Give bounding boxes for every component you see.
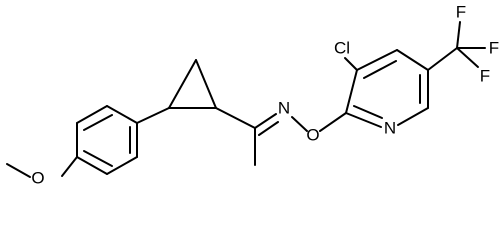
bond — [83, 114, 113, 131]
bond — [456, 47, 479, 68]
atom-labels: Cl N O N O F F F — [31, 3, 499, 188]
bond — [356, 49, 398, 71]
fluorine-bottom-label: F — [480, 67, 490, 86]
bond — [258, 121, 279, 136]
chlorine-label: Cl — [334, 39, 350, 58]
fluorine-right-label: F — [489, 39, 499, 58]
bond — [168, 59, 197, 109]
bond — [83, 150, 113, 167]
bond — [61, 156, 78, 177]
bond — [254, 113, 277, 129]
bond — [363, 60, 397, 79]
bond-lines — [6, 21, 486, 178]
bond — [6, 163, 31, 178]
pyridine-nitrogen-label: N — [384, 119, 396, 138]
methoxy-oxygen-label: O — [31, 169, 44, 188]
bond — [353, 105, 383, 119]
bond — [76, 156, 108, 175]
bond — [106, 105, 138, 124]
bond — [195, 59, 217, 109]
fluorine-top-label: F — [456, 3, 466, 22]
ether-oxygen-label: O — [306, 126, 319, 145]
bond — [76, 105, 108, 124]
bond — [291, 116, 308, 132]
bond — [344, 57, 358, 71]
bond — [215, 107, 256, 129]
chemical-structure-diagram: Cl N O N O F F F — [6, 3, 499, 188]
bond — [397, 107, 429, 126]
bond — [396, 49, 429, 71]
bond — [345, 69, 358, 114]
oxime-nitrogen-label: N — [278, 99, 290, 118]
bond — [136, 107, 170, 124]
bond — [456, 21, 461, 49]
bond — [427, 47, 458, 71]
bond — [319, 112, 347, 132]
bond — [345, 112, 382, 128]
bond — [106, 156, 138, 175]
